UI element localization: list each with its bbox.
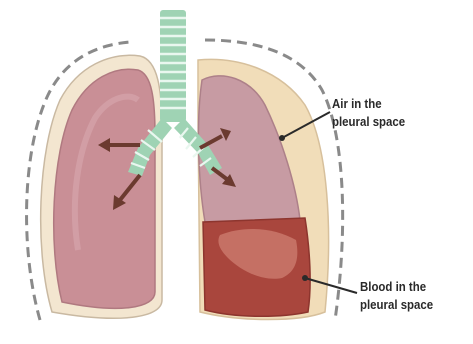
air-label-line1: Air in the	[332, 95, 405, 113]
air-label-line2: pleural space	[332, 113, 405, 131]
trachea	[160, 10, 186, 122]
blood-label-line1: Blood in the	[360, 278, 433, 296]
air-in-pleural-space-label: Air in the pleural space	[332, 95, 405, 131]
blood-label-line2: pleural space	[360, 296, 433, 314]
blood-in-pleural-space-label: Blood in the pleural space	[360, 278, 433, 314]
